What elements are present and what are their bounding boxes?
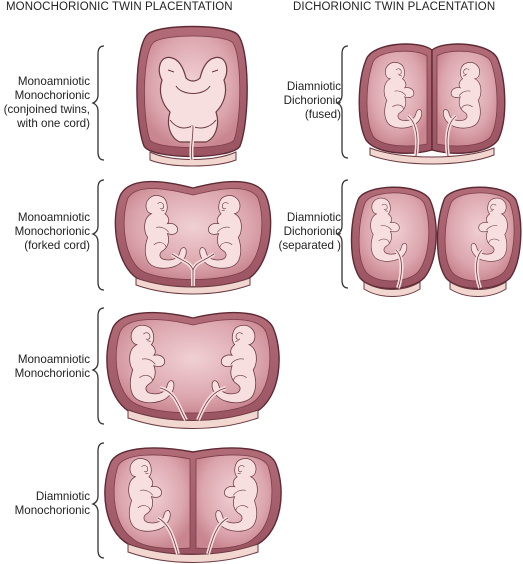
heading-dichorionic: DICHORIONIC TWIN PLACENTATION [293,1,496,13]
label-line: (conjoined twins, [3,103,90,116]
label-conjoined: Monoamniotic Monochorionic (conjoined tw… [4,75,90,131]
bracket-diamniotic-mono [91,442,105,559]
sac-monoamniotic [106,312,280,429]
label-line: Diamniotic [35,490,90,503]
label-monoamniotic: Monoamniotic Monochorionic [15,353,90,381]
bracket-dichorionic-fused [335,45,349,159]
sac-dichorionic-fused [358,43,506,165]
label-line: (fused) [304,108,341,121]
label-line: Dichorionic [283,94,341,107]
sac-forked-cord [114,180,272,295]
label-line: Monoamniotic [17,75,90,88]
sac-dichorionic-separated [350,186,522,297]
label-diamniotic-mono: Diamniotic Monochorionic [15,490,90,518]
label-line: Monoamniotic [17,353,90,366]
label-dichorionic-separated: Diamniotic Dichorionic (separated ) [278,211,341,253]
sac-diamniotic-mono [104,447,282,563]
label-dichorionic-fused: Diamniotic Dichorionic (fused) [284,80,341,122]
label-line: Monochorionic [14,225,90,238]
bracket-forked [91,179,105,291]
bracket-monoamniotic [91,307,105,425]
bracket-conjoined [91,45,105,161]
label-line: Monochorionic [14,89,90,102]
label-line: Monoamniotic [17,211,90,224]
label-line: (forked cord) [24,239,90,252]
sac-conjoined [136,25,248,167]
label-line: Diamniotic [286,80,341,93]
label-line: Dichorionic [283,225,341,238]
label-line: (separated ) [278,239,341,252]
label-line: with one cord) [17,117,90,130]
label-line: Monochorionic [14,367,90,380]
heading-monochorionic: MONOCHORIONIC TWIN PLACENTATION [6,1,233,13]
label-line: Diamniotic [286,211,341,224]
brackets [91,45,349,559]
label-line: Monochorionic [14,504,90,517]
label-forked-cord: Monoamniotic Monochorionic (forked cord) [15,211,90,253]
bracket-dichorionic-separated [335,179,349,289]
